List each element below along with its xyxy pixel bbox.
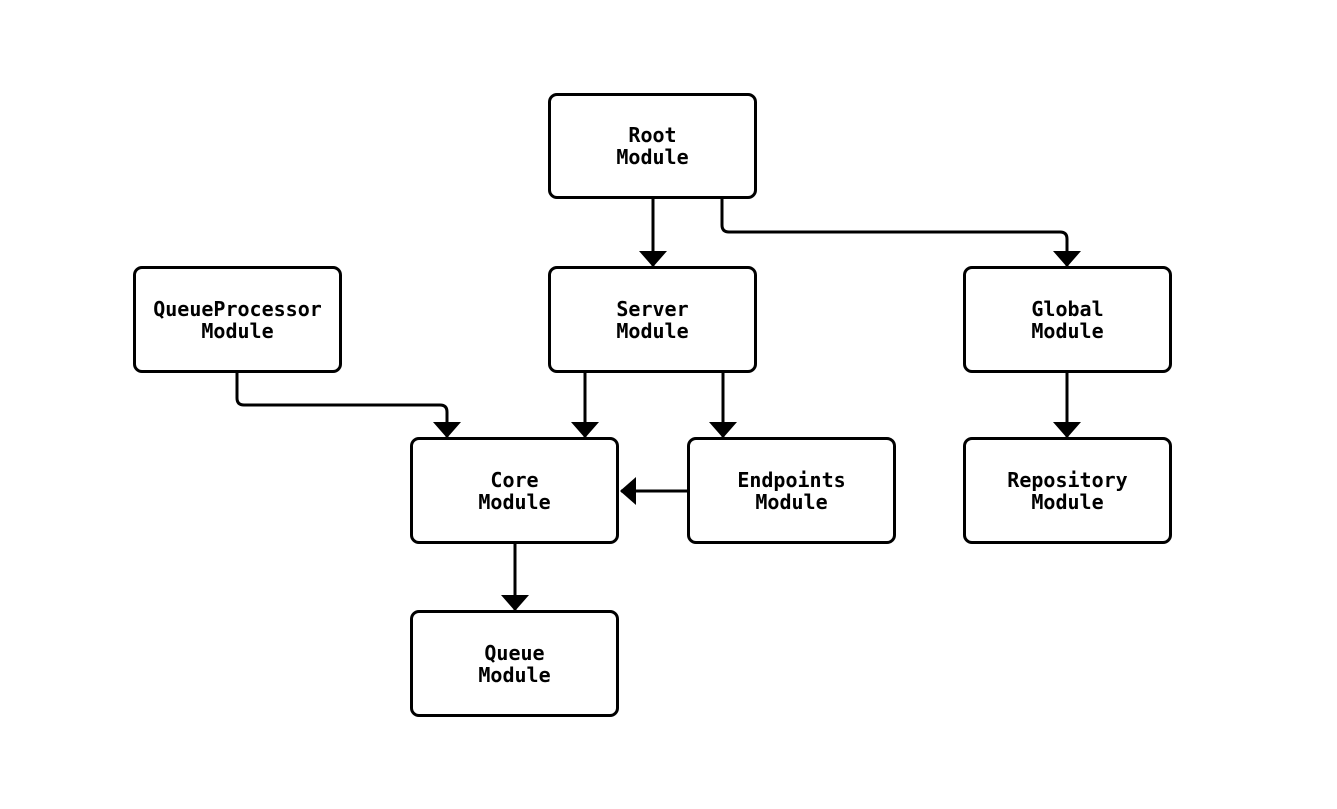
node-label-line: Module — [616, 145, 689, 169]
node-label-line: Server — [616, 296, 689, 321]
node-label-line: Module — [1031, 489, 1104, 514]
node-label-line: Queue — [484, 640, 545, 665]
node-label-line: Repository — [1007, 467, 1128, 492]
node-label-line: Module — [201, 318, 274, 343]
node-label-line: Module — [616, 318, 689, 343]
node-label-line: Module — [478, 489, 551, 514]
node-label-line: Global — [1031, 296, 1104, 321]
node-label-line: Core — [490, 467, 539, 492]
node-label-line: Root — [628, 123, 677, 147]
node-label-line: Module — [1031, 318, 1104, 343]
node-label-line: QueueProcessor — [153, 296, 322, 321]
edge-queueprocessor-to-core — [235, 373, 461, 438]
node-label-line: Module — [478, 662, 551, 687]
edge-root-to-global — [720, 199, 1081, 267]
node-label-line: Module — [755, 489, 828, 514]
node-label-line: Endpoints — [737, 467, 846, 492]
